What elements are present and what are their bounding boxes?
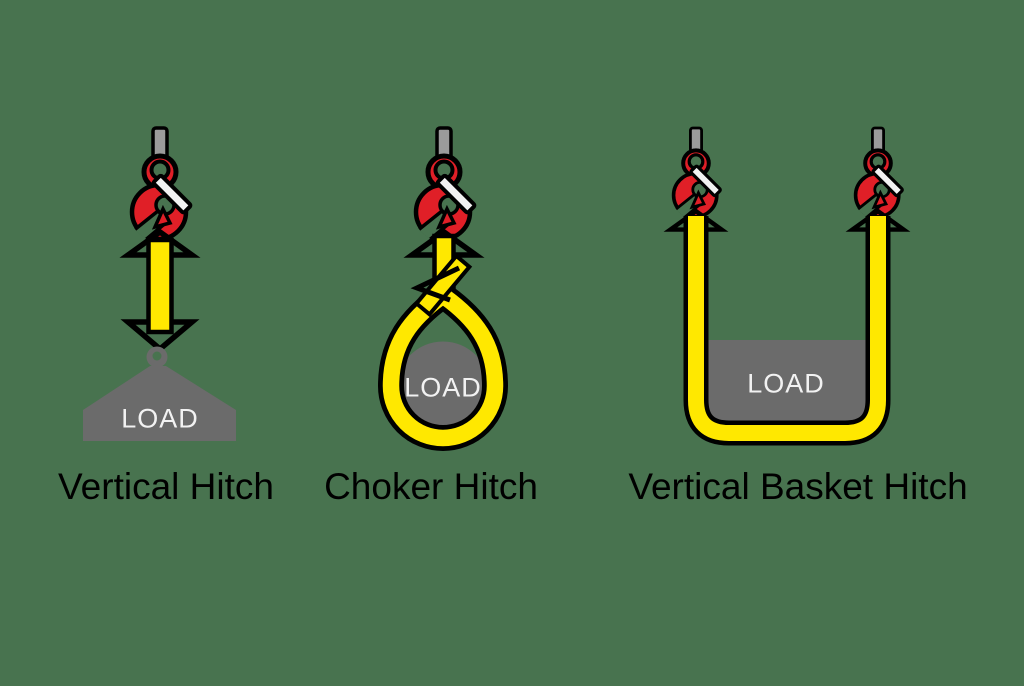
load-label-basket: LOAD	[747, 368, 825, 399]
load-label-vertical: LOAD	[121, 403, 199, 434]
load-block-trapezoid	[83, 366, 236, 441]
vertical-hitch-figure	[83, 128, 236, 441]
load-lifting-eye-hole	[152, 351, 162, 361]
caption-vertical-basket-hitch: Vertical Basket Hitch	[628, 466, 968, 507]
caption-choker-hitch: Choker Hitch	[324, 466, 538, 507]
crane-hook-icon-right	[852, 128, 903, 230]
vertical-sling	[146, 237, 174, 335]
cinch-direction-arrow	[410, 265, 461, 303]
basket-sling	[688, 216, 886, 441]
crane-hook-icon-left	[670, 128, 721, 230]
choker-loop	[382, 288, 504, 447]
choker-hitch-figure	[377, 128, 509, 451]
load-round	[396, 341, 490, 435]
crane-hook-icon	[128, 128, 192, 255]
caption-vertical-hitch: Vertical Hitch	[58, 466, 274, 507]
load-label-choker: LOAD	[404, 372, 482, 403]
load-rectangle	[702, 340, 866, 423]
vertical-basket-hitch-figure	[670, 128, 903, 446]
